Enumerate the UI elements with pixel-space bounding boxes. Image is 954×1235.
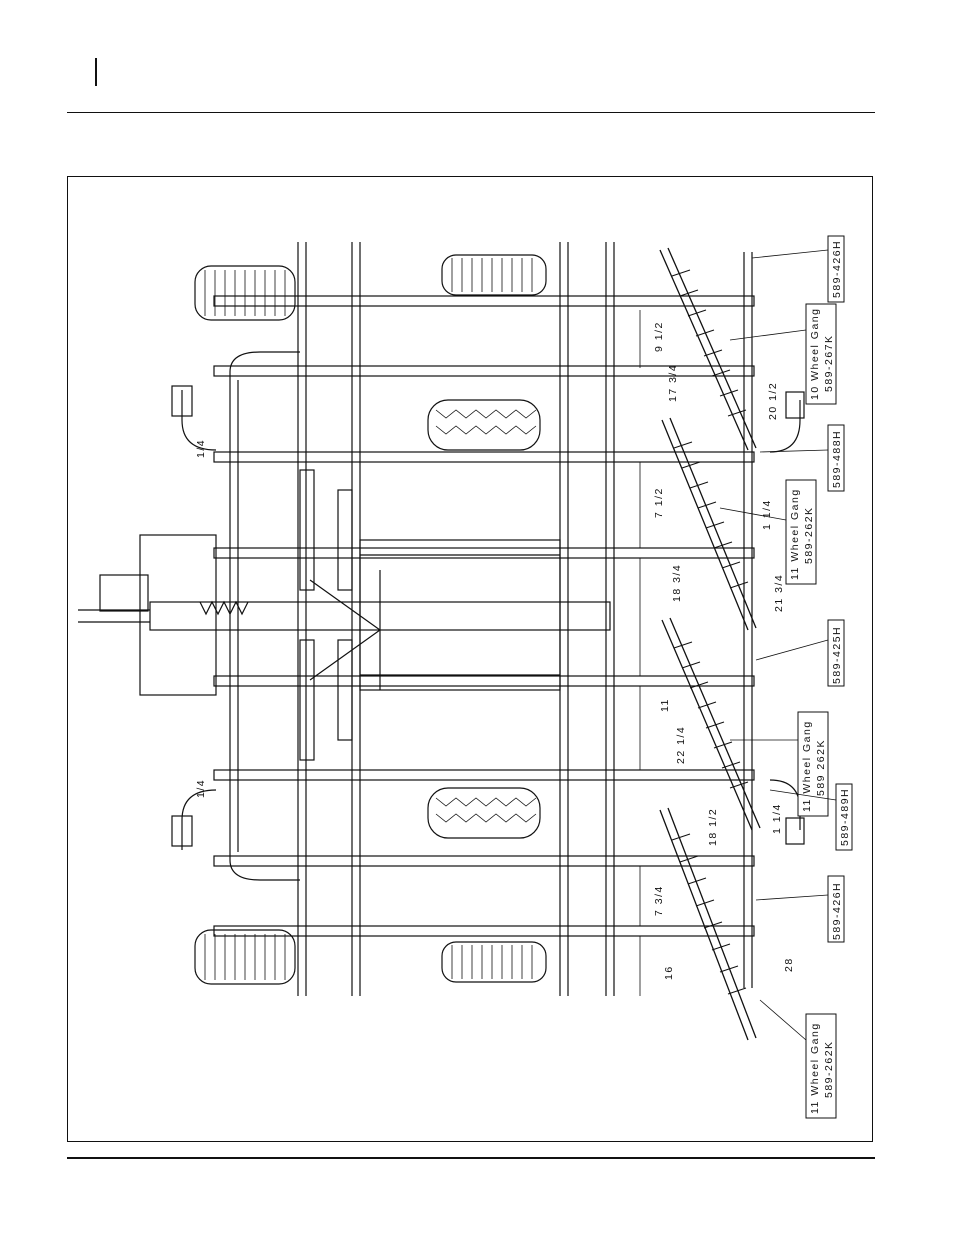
dim-11: 11 (659, 698, 671, 712)
dim-21-3-4: 21 3/4 (773, 574, 785, 612)
label-10-wheel-gang: 10 Wheel Gang (809, 308, 821, 400)
dim-9-1-2: 9 1/2 (653, 321, 665, 352)
dim-1-4-bottom: 1/4 (195, 779, 207, 798)
dim-7-1-2: 7 1/2 (653, 487, 665, 518)
footer-rule (67, 1157, 875, 1159)
dim-18-1-2: 18 1/2 (707, 808, 719, 846)
label-589-489h: 589-489H (839, 788, 851, 846)
label-589-426h-bottom: 589-426H (831, 882, 843, 940)
label-589-262k-a: 589-262K (803, 506, 815, 564)
dim-1-4-top: 1/4 (195, 439, 207, 458)
label-589-262k-c: 589-262K (823, 1040, 835, 1098)
dim-1-1-4-a: 1 1/4 (761, 499, 773, 530)
dimension-labels: 9 1/2 17 3/4 20 1/2 7 1/2 1 1/4 18 3/4 2… (195, 321, 795, 980)
dim-7-3-4: 7 3/4 (653, 885, 665, 916)
label-589-425h: 589-425H (831, 626, 843, 684)
label-589-262k-b: 589 262K (815, 739, 827, 796)
dim-17-3-4: 17 3/4 (667, 364, 679, 402)
dim-28: 28 (783, 957, 795, 972)
label-589-426h-top: 589-426H (831, 240, 843, 298)
label-11-wheel-gang-c: 11 Wheel Gang (809, 1022, 821, 1114)
frame-structure (78, 242, 804, 996)
dim-1-1-4-b: 1 1/4 (771, 803, 783, 834)
label-11-wheel-gang-b: 11 Wheel Gang (801, 720, 813, 812)
dim-16: 16 (663, 965, 675, 980)
gang-discs (672, 270, 748, 994)
transport-tires (195, 255, 546, 984)
dim-18-3-4: 18 3/4 (671, 564, 683, 602)
label-11-wheel-gang-a: 11 Wheel Gang (789, 488, 801, 580)
label-589-267k: 589-267K (823, 334, 835, 392)
label-589-488h: 589-488H (831, 430, 843, 488)
dim-22-1-4: 22 1/4 (675, 726, 687, 764)
dim-20-1-2: 20 1/2 (767, 382, 779, 420)
part-labels: 589-426H 10 Wheel Gang 589-267K 589-488H… (789, 240, 851, 1114)
